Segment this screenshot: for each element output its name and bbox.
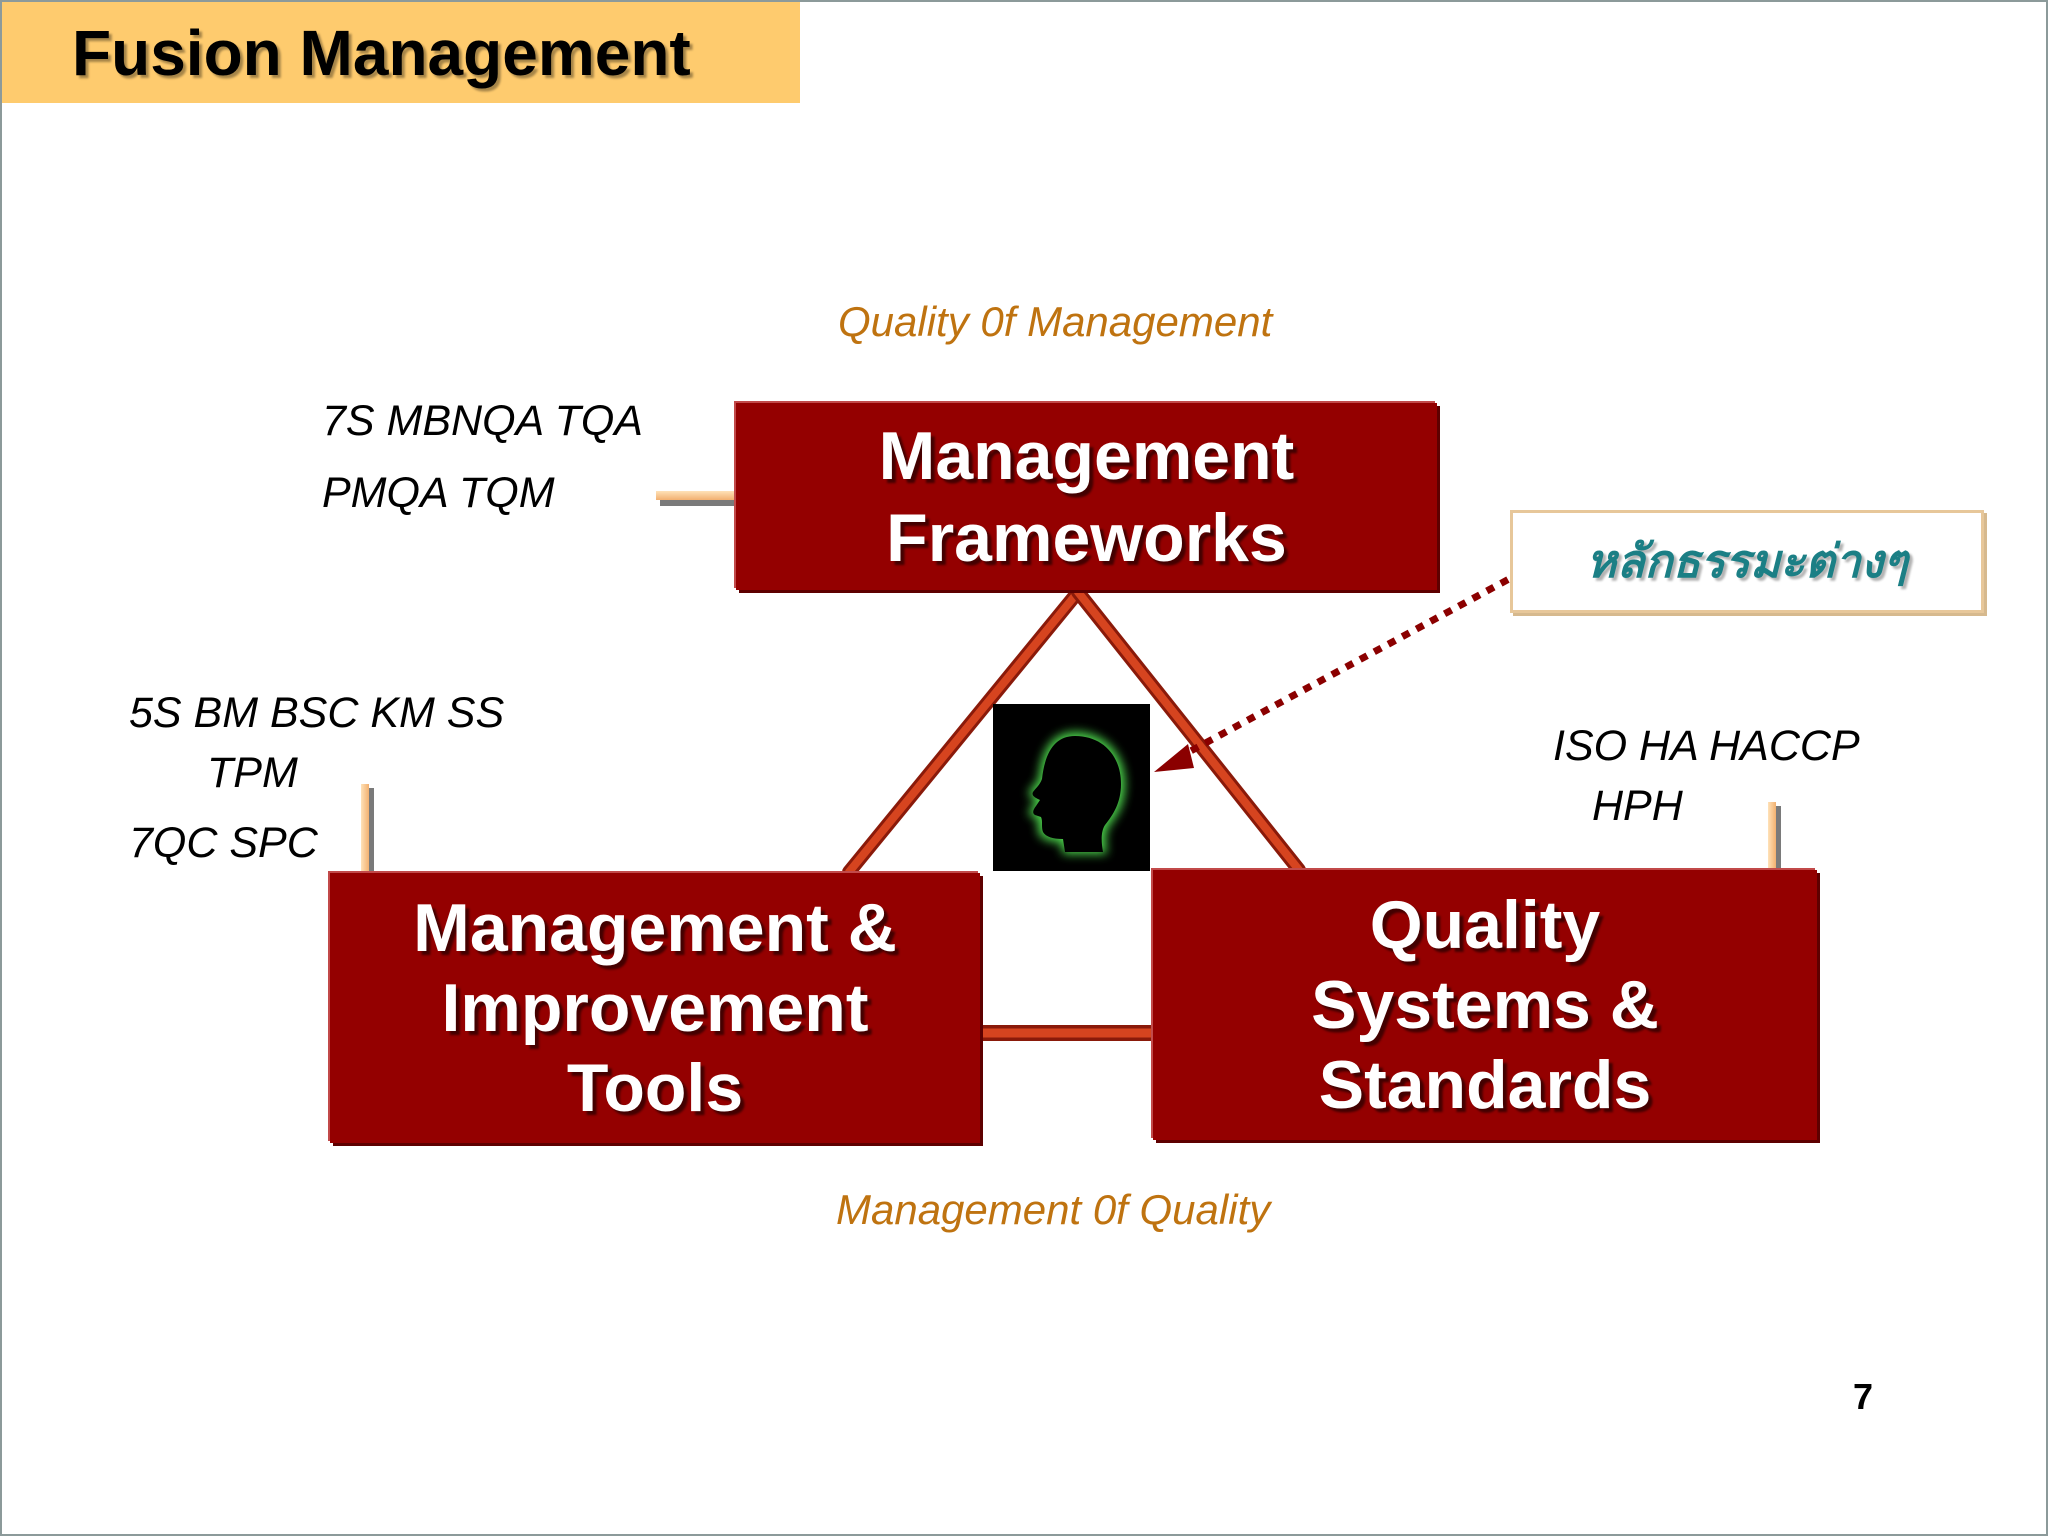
- management-improvement-tools-box: Management & Improvement Tools: [330, 873, 980, 1143]
- box-label-line: Management: [878, 417, 1295, 494]
- human-head-silhouette-icon: [993, 704, 1150, 871]
- box-label-line: Frameworks: [886, 499, 1287, 576]
- dotted-arrow-icon: [1154, 568, 1524, 772]
- management-frameworks-box: Management Frameworks: [736, 403, 1437, 590]
- triangle-connector: [842, 585, 1306, 1041]
- tag-line-standards-2: HPH: [1592, 782, 1683, 830]
- caption-management-of-quality: Management 0f Quality: [836, 1186, 1271, 1233]
- tag-line-tools-2: TPM: [207, 749, 298, 797]
- tag-line-tools-3: 7QC SPC: [129, 819, 318, 867]
- slide-title: Fusion Management: [72, 17, 691, 89]
- box-label-line: Standards: [1318, 1047, 1652, 1123]
- tag-line-standards-1: ISO HA HACCP: [1553, 722, 1860, 770]
- tag-line-frameworks-1: 7S MBNQA TQA: [322, 397, 643, 445]
- quality-systems-standards-box: Quality Systems & Standards: [1153, 870, 1817, 1140]
- thai-principles-callout: หลักธรรมะต่างๆ: [1510, 510, 1984, 613]
- thai-principles-label: หลักธรรมะต่างๆ: [1586, 534, 1908, 588]
- page-number: 7: [1853, 1376, 1874, 1417]
- tag-line-frameworks-2: PMQA TQM: [322, 469, 555, 517]
- box-label-line: Tools: [566, 1050, 744, 1126]
- caption-quality-of-management: Quality 0f Management: [838, 298, 1273, 345]
- box-label-line: Management &: [413, 890, 897, 966]
- tag-line-tools-1: 5S BM BSC KM SS: [129, 689, 505, 737]
- box-label-line: Improvement: [441, 970, 869, 1046]
- box-label-line: Quality: [1369, 887, 1601, 963]
- title-bar: Fusion Management: [2, 2, 800, 103]
- box-label-line: Systems &: [1311, 967, 1659, 1043]
